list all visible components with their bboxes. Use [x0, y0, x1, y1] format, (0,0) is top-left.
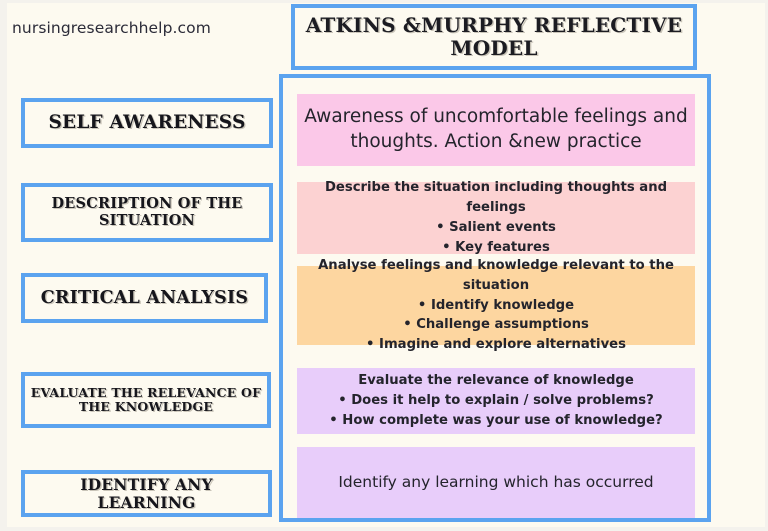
stage-label-description-of-the-situation: DESCRIPTION OF THE SITUATION	[21, 183, 273, 242]
stage-label-self-awareness: SELF AWARENESS	[21, 98, 273, 148]
content-line: • Imagine and explore alternatives	[366, 337, 626, 353]
stage-label-text: SELF AWARENESS	[48, 112, 246, 134]
site-credit-watermark: nursingresearchhelp.com	[12, 19, 211, 37]
content-line: • Identify knowledge	[417, 297, 575, 313]
stage-label-text: IDENTIFY ANY LEARNING	[80, 474, 213, 512]
content-line: • How complete was your use of knowledge…	[329, 412, 663, 428]
content-line: Identify any learning which has occurred	[338, 472, 654, 491]
content-box-self-awareness: Awareness of uncomfortable feelings and …	[297, 94, 695, 166]
content-line: • Salient events	[436, 220, 556, 235]
content-line: Evaluate the relevance of knowledge	[358, 373, 634, 389]
stage-label-identify-any-learning: IDENTIFY ANY LEARNING	[21, 470, 272, 517]
diagram-title-box: ATKINS &MURPHY REFLECTIVE MODEL	[291, 4, 697, 70]
content-line: Analyse feelings and knowledge relevant …	[318, 258, 674, 293]
content-line: Describe the situation including thought…	[324, 180, 668, 216]
stage-label-text: CRITICAL ANALYSIS	[40, 287, 249, 308]
content-line: • Challenge assumptions	[403, 317, 589, 333]
content-line: Awareness of uncomfortable feelings and	[304, 106, 688, 128]
content-line: • Does it help to explain / solve proble…	[338, 393, 654, 409]
content-box-identify-any-learning: Identify any learning which has occurred	[297, 447, 695, 518]
stage-label-evaluate-the-relevance-of-the-knowledge: EVALUATE THE RELEVANCE OF THE KNOWLEDGE	[21, 372, 271, 428]
stage-label-text: EVALUATE THE RELEVANCE OF THE KNOWLEDGE	[30, 384, 262, 414]
content-box-description-of-the-situation: Describe the situation including thought…	[297, 180, 695, 255]
content-box-evaluate-the-relevance-of-the-knowledge: Evaluate the relevance of knowledge • Do…	[297, 368, 695, 434]
content-box-critical-analysis: Analyse feelings and knowledge relevant …	[297, 258, 695, 352]
content-panel: Awareness of uncomfortable feelings and …	[279, 74, 711, 522]
content-line: thoughts. Action &new practice	[350, 131, 642, 152]
stage-label-text: DESCRIPTION OF THE SITUATION	[51, 194, 243, 229]
page-title: ATKINS &MURPHY REFLECTIVE MODEL	[305, 13, 683, 60]
stage-label-critical-analysis: CRITICAL ANALYSIS	[21, 273, 268, 323]
content-line: • Key features	[442, 239, 550, 255]
